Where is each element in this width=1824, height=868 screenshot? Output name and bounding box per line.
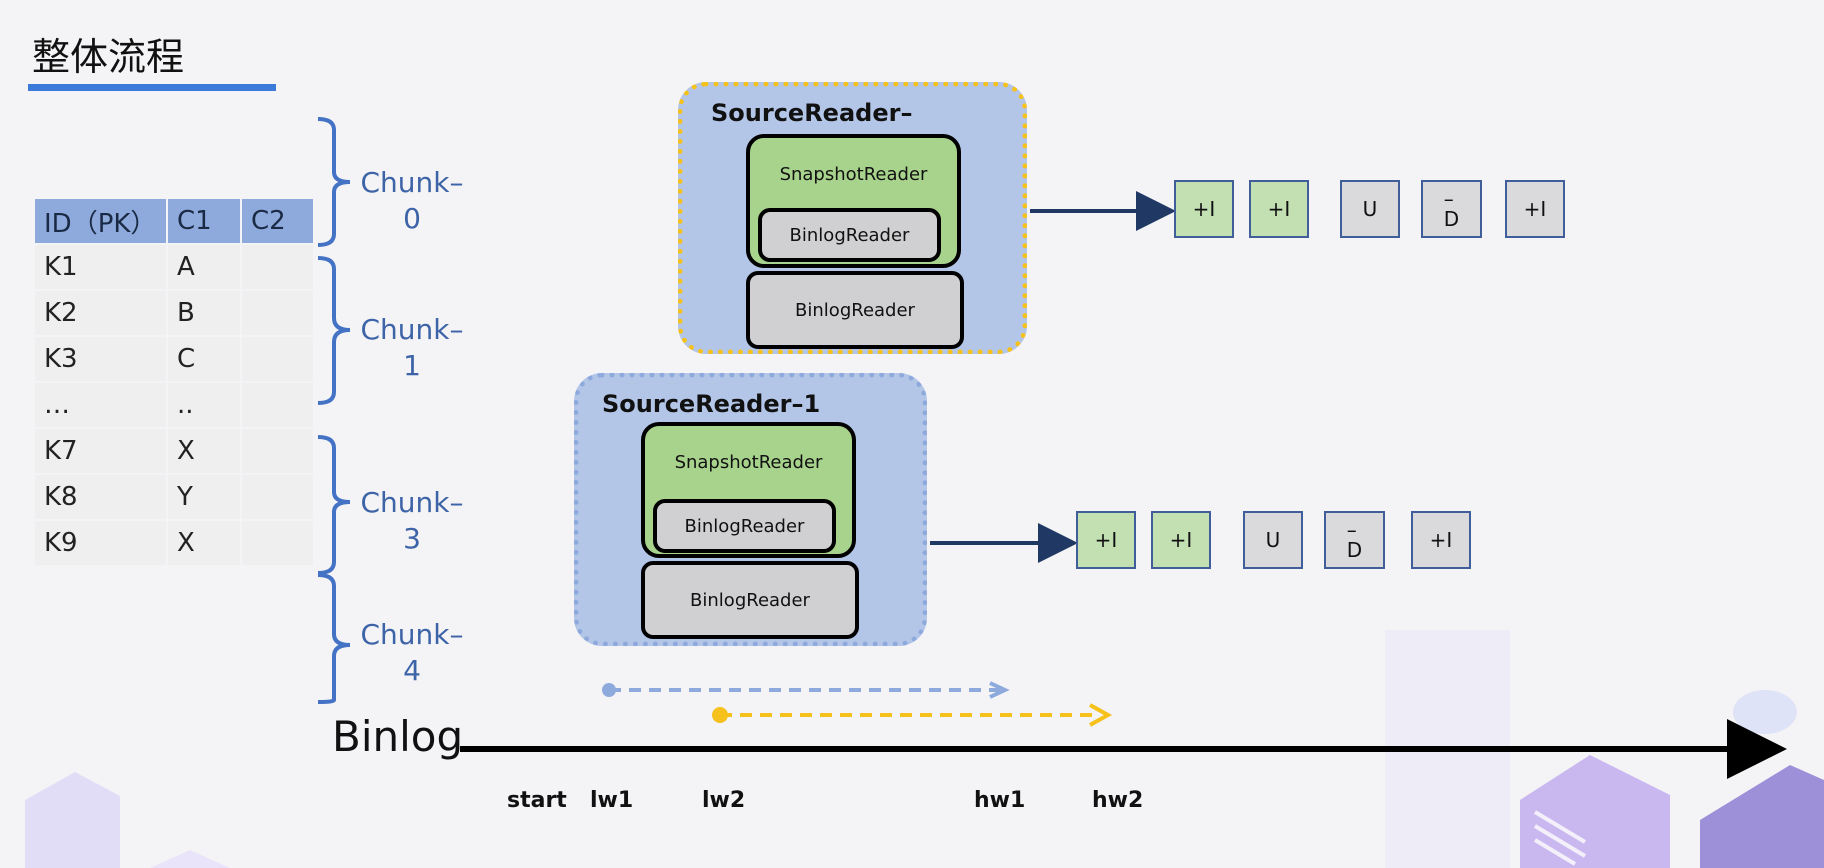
- op-box: +I: [1505, 180, 1565, 238]
- table-cell: K3: [35, 337, 166, 381]
- table-cell: B: [168, 291, 240, 335]
- tick-lw1: lw1: [590, 788, 634, 813]
- op-box: +I: [1151, 511, 1211, 569]
- op-box: +I: [1249, 180, 1309, 238]
- table-header-row: ID（PK） C1 C2: [35, 199, 313, 243]
- op-box: U: [1340, 180, 1400, 238]
- source-reader-title: SourceReader–: [711, 99, 913, 127]
- chunk-brace-3: [317, 573, 351, 704]
- table-cell: [242, 245, 313, 289]
- tick-start: start: [507, 788, 567, 813]
- op-box: – D: [1421, 180, 1482, 238]
- table-row: K3 C: [35, 337, 313, 381]
- table-row: K7 X: [35, 429, 313, 473]
- table-cell: A: [168, 245, 240, 289]
- chunk-label-line: Chunk–1: [360, 313, 464, 382]
- table-cell: [242, 337, 313, 381]
- table-cell: [242, 291, 313, 335]
- table-header-cell: ID（PK）: [35, 199, 166, 243]
- outer-binlog-reader: BinlogReader: [746, 271, 964, 349]
- snapshot-reader-label: SnapshotReader: [779, 164, 928, 185]
- chunk-label-line: Chunk–: [360, 166, 464, 199]
- op-box: +I: [1076, 511, 1136, 569]
- decor-building-stripes: [1533, 810, 1587, 866]
- table-cell: …: [35, 383, 166, 427]
- table-row: K1 A: [35, 245, 313, 289]
- table-cell: Y: [168, 475, 240, 519]
- tick-hw2: hw2: [1092, 788, 1144, 813]
- inner-binlog-reader: BinlogReader: [758, 208, 941, 262]
- chunk-brace-0: [317, 117, 351, 247]
- binlog-label: Binlog: [332, 712, 464, 761]
- snapshot-reader: SnapshotReader BinlogReader: [641, 422, 856, 558]
- lw2-hw2-arrowhead: [1089, 703, 1113, 727]
- decor-cube-left: [25, 772, 120, 868]
- tick-hw1: hw1: [974, 788, 1026, 813]
- source-reader-0: SourceReader– SnapshotReader BinlogReade…: [678, 82, 1027, 354]
- table-header-cell: C1: [168, 199, 240, 243]
- title-underline: [28, 84, 276, 91]
- tick-lw2: lw2: [702, 788, 746, 813]
- chunk-brace-2: [317, 435, 351, 575]
- chunk-label-line: Chunk–: [360, 486, 464, 519]
- chunk-label-line: 4: [403, 654, 421, 687]
- table-cell: K8: [35, 475, 166, 519]
- table-header-cell: C2: [242, 199, 313, 243]
- table-row: K9 X: [35, 521, 313, 565]
- decor-cube-left-2: [150, 850, 230, 868]
- table-cell: K1: [35, 245, 166, 289]
- op-box: U: [1243, 511, 1303, 569]
- inner-binlog-reader: BinlogReader: [653, 499, 836, 553]
- table-cell: [242, 429, 313, 473]
- op-box: +I: [1411, 511, 1471, 569]
- chunk-label-0: Chunk– 0: [352, 165, 472, 237]
- page-title: 整体流程: [32, 35, 185, 79]
- table-cell: ..: [168, 383, 240, 427]
- table-row: … ..: [35, 383, 313, 427]
- op-box: +I: [1174, 180, 1234, 238]
- chunk-label-2: Chunk– 3: [352, 485, 472, 557]
- snapshot-reader-label: SnapshotReader: [674, 452, 823, 473]
- table-cell: [242, 383, 313, 427]
- table-cell: K7: [35, 429, 166, 473]
- source-reader-1: SourceReader–1 SnapshotReader BinlogRead…: [574, 373, 927, 646]
- chunk-label-line: 3: [403, 522, 421, 555]
- chunk-label-line: 0: [403, 202, 421, 235]
- chunk-label-line: Chunk–: [360, 618, 464, 651]
- lw1-hw1-arrowhead: [989, 681, 1010, 699]
- decor-block-right: [1700, 765, 1824, 868]
- table-cell: K9: [35, 521, 166, 565]
- chunk-braces: [317, 117, 351, 704]
- table-cell: [242, 475, 313, 519]
- chunk-label-3: Chunk– 4: [352, 617, 472, 689]
- chunk-brace-1: [317, 256, 351, 405]
- source-reader-title: SourceReader–1: [602, 390, 821, 418]
- snapshot-reader: SnapshotReader BinlogReader: [746, 134, 961, 268]
- table-cell: X: [168, 521, 240, 565]
- table-cell: [242, 521, 313, 565]
- table-row: K2 B: [35, 291, 313, 335]
- chunk-label-1: Chunk–1: [352, 312, 472, 384]
- outer-binlog-reader: BinlogReader: [641, 561, 859, 639]
- pk-table: ID（PK） C1 C2 K1 A K2 B K3 C … .. K7 X K8…: [33, 197, 315, 567]
- op-box: – D: [1324, 511, 1385, 569]
- table-row: K8 Y: [35, 475, 313, 519]
- table-cell: K2: [35, 291, 166, 335]
- table-cell: X: [168, 429, 240, 473]
- table-cell: C: [168, 337, 240, 381]
